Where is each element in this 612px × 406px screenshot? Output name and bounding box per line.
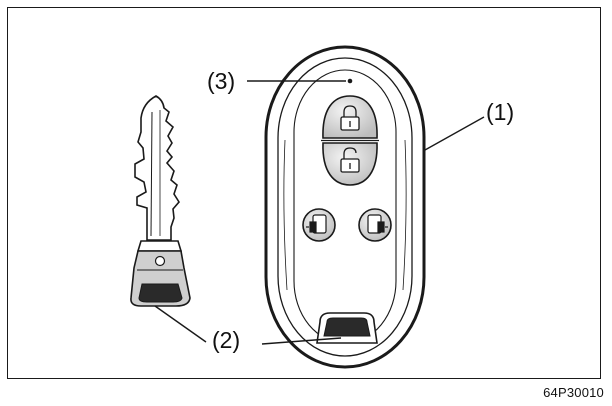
key-release-latch[interactable] — [316, 312, 378, 344]
right-slide-door-icon — [367, 214, 388, 234]
lock-icon — [340, 105, 360, 131]
indicator-light — [347, 78, 353, 84]
callout-remote-body: (1) — [486, 99, 515, 125]
mechanical-key — [130, 95, 191, 307]
leader-line-1 — [424, 116, 485, 151]
key-blade — [134, 95, 180, 241]
figure-code: 64P30010 — [543, 385, 604, 400]
leader-line-2b — [261, 337, 342, 345]
callout-indicator-light: (3) — [207, 68, 236, 94]
smart-key-remote — [264, 45, 426, 369]
remote-inner-rim — [277, 57, 413, 357]
left-slide-door-icon — [306, 214, 327, 234]
remote-outer-shell — [264, 45, 426, 369]
leader-line-2a — [154, 305, 207, 343]
key-neck — [136, 240, 183, 252]
callout-mechanical-key: (2) — [212, 327, 241, 353]
unlock-icon — [340, 147, 360, 173]
key-grip-recess — [138, 283, 183, 303]
leader-lines — [154, 80, 485, 345]
